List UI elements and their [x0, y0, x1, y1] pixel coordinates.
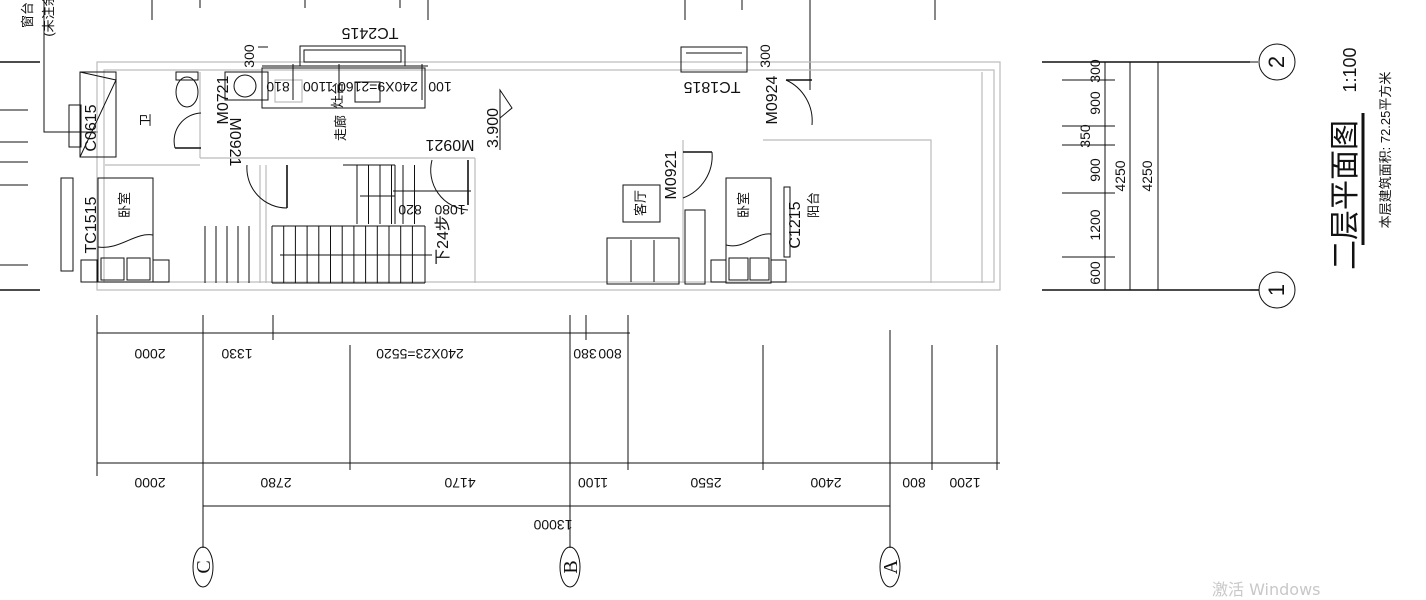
dim-b1-2000: 2000 — [134, 346, 165, 362]
bedroom-right — [680, 46, 813, 284]
dim-r-900a: 900 — [1087, 91, 1103, 115]
dim-300-left: 300 — [241, 44, 257, 68]
door-arc-m0921-b — [430, 159, 469, 211]
axis-label-c: C — [193, 560, 215, 573]
dim-r-600: 600 — [1087, 261, 1103, 285]
window-c1215-frame — [783, 186, 791, 258]
door-m0721-label: M0721 — [215, 75, 232, 124]
area-note: 本层建筑面积: 72.25平方米 — [1378, 72, 1393, 229]
dim-820: 820 — [398, 202, 422, 218]
sill-note: 窗台 — [20, 2, 35, 28]
door-m0924-label: M0924 — [764, 75, 781, 124]
dim-b1-5520: 240X23=5520 — [376, 346, 464, 362]
window-tc1515-label: TC1515 — [83, 196, 100, 253]
bath-label: 卫 — [138, 113, 153, 126]
living-label: 客厅 — [633, 190, 648, 216]
axis-bubble-c — [192, 546, 214, 588]
dim-b1-380: 380 — [573, 346, 597, 362]
dim-b2-2400: 2400 — [810, 475, 841, 491]
dim-1100: 1100 — [303, 79, 333, 95]
windows-activation-watermark: 激活 Windows — [1212, 580, 1321, 599]
nightstand — [152, 259, 170, 283]
walls — [96, 61, 1001, 291]
dim-r-4250-outer: 4250 — [1139, 160, 1155, 191]
dim-1080: 1080 — [434, 202, 465, 218]
bathroom — [68, 71, 269, 158]
dim-b2-2000: 2000 — [134, 475, 165, 491]
living-room — [606, 151, 713, 285]
door-arc-m0924 — [785, 79, 813, 126]
axis-label-2: 2 — [1264, 56, 1289, 68]
axis-bubble-b — [559, 546, 581, 588]
bedroom-left — [60, 177, 170, 283]
dim-b1-1330: 1330 — [221, 346, 252, 362]
dim-r-300: 300 — [1087, 59, 1103, 83]
bed — [97, 177, 154, 283]
dim-810: 810 — [266, 79, 290, 95]
dim-b1-800: 800 — [598, 346, 622, 362]
dim-100: 100 — [428, 79, 452, 95]
nightstand — [80, 259, 98, 283]
staircase — [204, 164, 432, 284]
corridor-label: 走廊 — [333, 115, 348, 141]
stair-steps-label: 下24步 — [434, 215, 452, 265]
axis-label-1: 1 — [1264, 284, 1289, 296]
kitchen-label: 灶台 — [330, 82, 345, 108]
dim-b2-1200: 1200 — [949, 475, 980, 491]
window-tc1515-frame — [60, 177, 74, 272]
axis-label-b: B — [560, 560, 582, 573]
elevation-marker-icon — [499, 88, 513, 150]
dim-r-4250-inner: 4250 — [1112, 160, 1128, 191]
dim-b2-2550: 2550 — [690, 475, 721, 491]
window-c1215-label: C1215 — [787, 201, 804, 248]
door-m0921-label-c: M0921 — [663, 150, 680, 199]
dim-r-350: 350 — [1077, 124, 1093, 148]
wardrobe — [684, 209, 706, 285]
right-dimension-lines — [1042, 61, 1258, 291]
bedroom-right-label: 卧室 — [736, 192, 751, 218]
dim-total-13000: 13000 — [533, 517, 572, 533]
window-c0615-frame — [68, 104, 82, 148]
axis-label-a: A — [880, 559, 902, 574]
bedroom-left-label: 卧室 — [117, 192, 132, 218]
axis-bubble-2 — [1258, 43, 1296, 81]
dim-b2-2780: 2780 — [260, 475, 291, 491]
axis-bubble-a — [879, 546, 901, 588]
dim-b2-4170: 4170 — [444, 475, 475, 491]
door-arc-m0921-c — [682, 151, 713, 199]
drawing-scale: 1:100 — [1340, 47, 1360, 92]
sink-icon — [224, 71, 269, 101]
dim-b2-1100: 1100 — [578, 475, 608, 491]
unnoted-note: (未注余 — [41, 0, 56, 37]
dim-r-1200: 1200 — [1087, 209, 1103, 240]
dim-r-900b: 900 — [1087, 158, 1103, 182]
sofa — [606, 237, 680, 285]
dim-300-right: 300 — [757, 44, 773, 68]
door-arc-m0721 — [173, 112, 202, 149]
window-tc1815-label: TC1815 — [683, 78, 740, 95]
door-arc-m0921-a — [246, 164, 288, 209]
window-tc2415-label: TC2415 — [341, 24, 398, 41]
top-extension-lines — [151, 0, 936, 90]
door-m0921-label-b: M0921 — [425, 136, 474, 153]
window-tc1815-frame — [680, 46, 748, 73]
shower-fixture — [79, 71, 117, 158]
door-m0921-label-a: M0921 — [226, 118, 243, 167]
dim-b2-800: 800 — [902, 475, 926, 491]
toilet-icon — [175, 76, 199, 108]
window-c0615-label: C0615 — [83, 104, 100, 151]
elevation-label: 3.900 — [485, 108, 502, 148]
drawing-title: 二层平面图 — [1329, 120, 1362, 270]
bottom-dimension-lines — [96, 315, 1000, 548]
kitchen-counter — [258, 45, 428, 109]
balcony-label: 阳台 — [806, 192, 821, 218]
dim-2160: 240X9=2160 — [338, 79, 418, 95]
